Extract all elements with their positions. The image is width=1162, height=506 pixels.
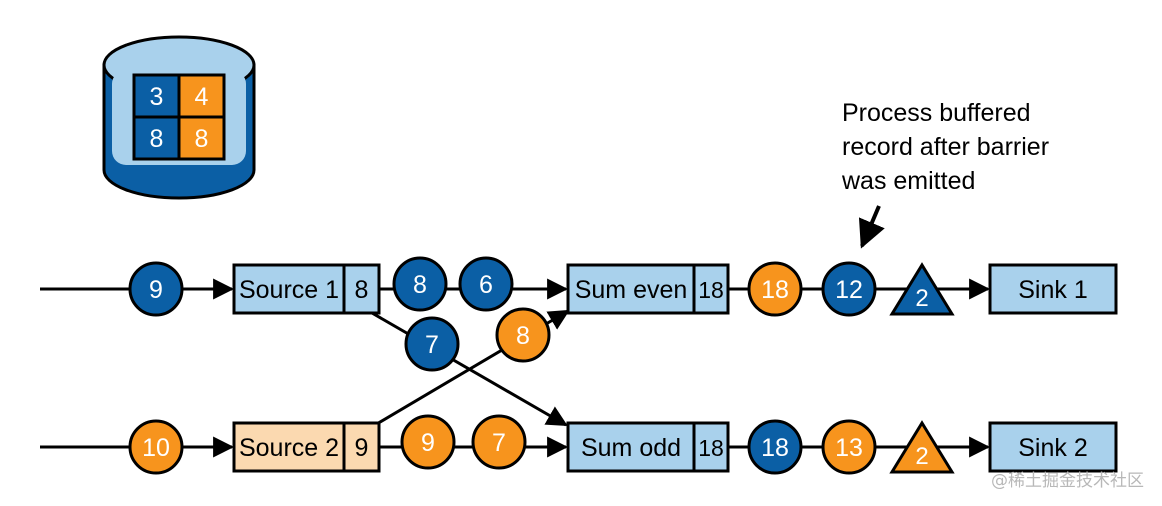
operator-state: 18	[698, 435, 724, 461]
record-orange: 18	[747, 261, 803, 317]
operator-state: 8	[355, 276, 369, 304]
watermark: @稀土掘金技术社区	[991, 471, 1144, 491]
operator-label: Sum odd	[581, 434, 681, 462]
record-value: 13	[835, 434, 863, 462]
record-blue: 6	[458, 256, 514, 312]
state-cell	[177, 73, 226, 119]
record-value: 6	[479, 271, 493, 299]
state-cell-value: 8	[150, 125, 164, 153]
record-value: 18	[761, 434, 789, 462]
record-blue: 7	[404, 316, 460, 372]
record-blue: 8	[392, 256, 448, 312]
operator-label: Source 2	[239, 434, 339, 462]
record-blue: 18	[747, 419, 803, 475]
state-cell-value: 4	[195, 83, 209, 111]
barrier-value: 2	[915, 285, 928, 312]
record-value: 10	[142, 434, 170, 462]
record-value: 9	[421, 429, 435, 457]
annotation-line: record after barrier	[842, 133, 1049, 161]
record-value: 18	[761, 276, 789, 304]
record-value: 9	[149, 276, 163, 304]
operator-sink-2: Sink 2	[988, 421, 1118, 473]
operator-sum-odd: Sum odd 18	[566, 421, 730, 473]
operator-label: Sink 1	[1018, 276, 1087, 304]
record-value: 8	[516, 322, 530, 350]
operator-state-box	[342, 263, 381, 315]
record-orange: 9	[400, 414, 456, 470]
record-value: 7	[425, 331, 439, 359]
record-value: 7	[492, 429, 506, 457]
operator-state: 9	[355, 434, 369, 462]
operator-state-box	[692, 263, 730, 315]
operator-state-box	[692, 421, 730, 473]
state-store: 3 4 8 8	[102, 35, 256, 200]
annotation-line: was emitted	[841, 167, 975, 195]
operator-source-2: Source 2 9	[232, 421, 381, 473]
record-orange: 13	[821, 419, 877, 475]
operator-source-1: Source 1 8	[232, 263, 381, 315]
operator-state-box	[342, 421, 381, 473]
operator-label: Sum even	[575, 276, 688, 304]
record-orange: 10	[128, 419, 184, 475]
annotation-line: Process buffered	[842, 99, 1031, 127]
record-blue: 12	[821, 261, 877, 317]
state-cell-value: 3	[150, 83, 164, 111]
operator-label: Sink 2	[1018, 434, 1087, 462]
barrier-bottom: 2	[889, 420, 955, 474]
operator-label: Source 1	[239, 276, 339, 304]
state-cell-value: 8	[195, 125, 209, 153]
annotation: Process buffered record after barrier wa…	[841, 99, 1049, 249]
operator-sum-even: Sum even 18	[566, 263, 730, 315]
barrier-value: 2	[915, 443, 928, 470]
annotation-arrow	[858, 205, 885, 249]
state-cell	[177, 115, 226, 161]
record-orange: 8	[495, 307, 551, 363]
state-cell	[132, 73, 181, 119]
records: 9 10 8 6 7 8 9 7	[128, 256, 877, 475]
record-value: 12	[835, 276, 863, 304]
record-blue: 9	[128, 261, 184, 317]
record-orange: 7	[471, 414, 527, 470]
barrier-top: 2	[889, 262, 955, 316]
record-value: 8	[413, 271, 427, 299]
operator-state: 18	[698, 277, 724, 303]
operator-sink-1: Sink 1	[988, 263, 1118, 315]
